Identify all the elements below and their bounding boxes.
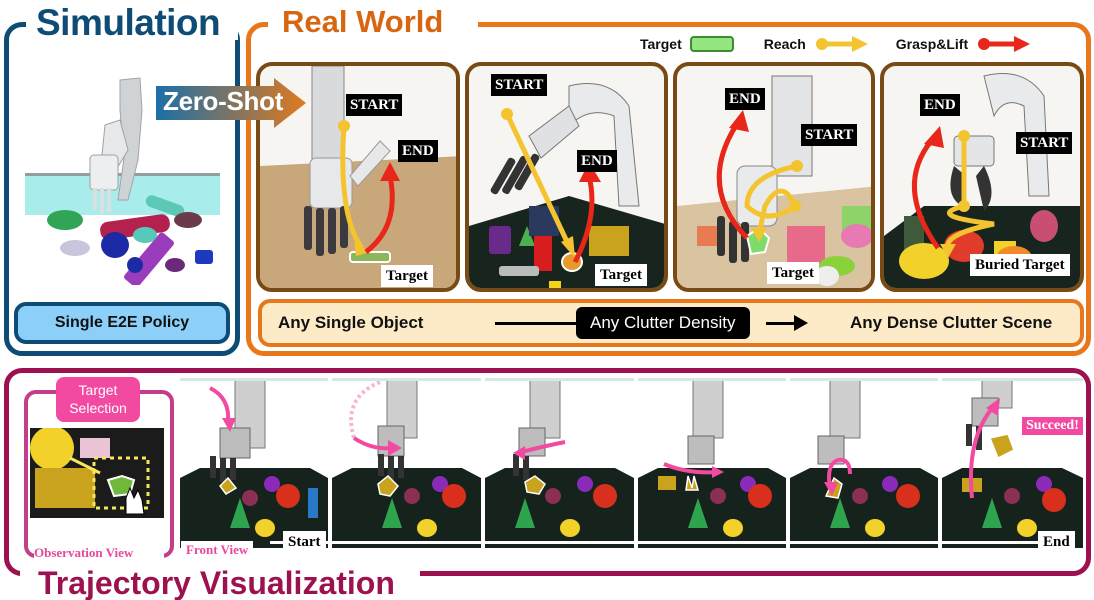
title-mask <box>26 0 238 40</box>
simulation-title: Simulation <box>36 2 221 43</box>
density-arrow-line <box>495 322 577 325</box>
end-label: END <box>577 150 617 172</box>
succeed-badge: Succeed! <box>1022 417 1083 435</box>
observation-view-image <box>30 428 164 518</box>
real-scene-2: START END Target <box>465 62 668 292</box>
front-view-label: Front View <box>181 541 254 559</box>
trajectory-frame-1 <box>180 378 328 563</box>
scene-3-image <box>677 75 871 288</box>
end-label: END <box>398 140 438 162</box>
start-label: START <box>1016 132 1073 154</box>
zero-shot-arrow-icon <box>156 78 306 128</box>
observation-view-label: Observation View <box>34 545 134 560</box>
frame-6-image <box>942 378 1083 548</box>
real-world-title: Real World <box>282 4 444 39</box>
target-label: Target <box>595 264 647 286</box>
buried-target-label: Buried Target <box>970 254 1070 276</box>
scene-1-image <box>260 66 456 288</box>
frame-1-image <box>180 378 328 548</box>
trajectory-frame-5 <box>790 378 938 563</box>
legend-target-label: Target <box>640 36 682 52</box>
target-swatch-icon <box>689 36 734 52</box>
end-label: END <box>725 88 765 110</box>
end-label: End <box>1038 531 1075 553</box>
any-dense-clutter-scene-label: Any Dense Clutter Scene <box>850 313 1053 332</box>
frame-5-image <box>790 378 938 548</box>
trajectory-panel <box>4 368 1091 576</box>
real-scene-4: END START Buried Target <box>880 62 1084 292</box>
density-arrow-line <box>766 322 796 325</box>
real-scene-3: END START Target <box>673 62 875 292</box>
start-label: Start <box>283 531 326 553</box>
single-e2e-policy-box: Single E2E Policy <box>14 302 230 344</box>
real-scene-1: START END Target <box>256 62 460 292</box>
legend-grasp-lift-label: Grasp&Lift <box>895 36 969 52</box>
start-label: START <box>346 94 403 116</box>
target-label: Target <box>381 265 433 287</box>
legend-reach-label: Reach <box>763 36 806 52</box>
frame-3-image <box>485 378 634 548</box>
frame-4-image <box>638 378 786 548</box>
zero-shot-label: Zero-Shot <box>163 86 284 116</box>
trajectory-frame-2 <box>332 378 481 563</box>
grasp-lift-arrow-icon <box>978 36 1031 52</box>
reach-arrow-icon <box>815 36 868 52</box>
target-label: Target <box>767 262 819 284</box>
scene-2-image <box>469 83 664 288</box>
trajectory-frame-4 <box>638 378 786 563</box>
frame-2-image <box>332 378 481 548</box>
start-label: START <box>491 74 548 96</box>
any-clutter-density-label: Any Clutter Density <box>576 307 750 339</box>
start-label: START <box>801 124 858 146</box>
legend: Target Reach Grasp&Lift <box>640 33 1032 55</box>
any-single-object-label: Any Single Object <box>278 313 424 332</box>
timeline-arrow <box>270 541 1050 544</box>
target-selection-badge: Target Selection <box>56 377 140 422</box>
real-world-panel <box>246 22 1091 356</box>
title-mask <box>268 0 478 40</box>
arrow-right-icon <box>794 315 808 331</box>
title-mask <box>20 565 420 600</box>
frame-mask <box>34 548 164 562</box>
end-label: END <box>920 94 960 116</box>
trajectory-frame-3 <box>485 378 634 563</box>
trajectory-visualization-title: Trajectory Visualization <box>38 565 395 600</box>
simulation-scene-image <box>25 77 220 285</box>
